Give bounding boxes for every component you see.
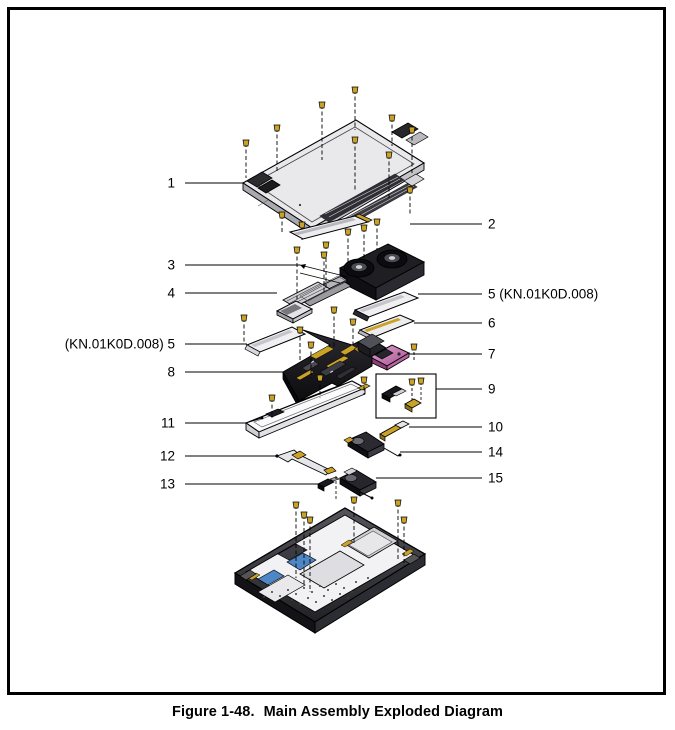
part-module-4 (275, 300, 314, 324)
callout-label-5-left: (KN.01K0D.008) 5 (64, 336, 175, 352)
part-battery (244, 380, 371, 439)
page-border (7, 7, 666, 695)
part-antenna-12 (275, 449, 337, 476)
callout-label-11: 11 (160, 415, 175, 431)
part-detail-box-9 (375, 373, 437, 419)
callout-label-4: 4 (167, 285, 175, 301)
callout-label-9: 9 (488, 381, 496, 397)
part-connector-13 (317, 476, 340, 492)
part-flat-cable-5-left (244, 326, 307, 357)
callout-label-12: 12 (159, 448, 175, 464)
figure-caption-number: Figure 1-48. (172, 704, 255, 720)
leader-lines-left (185, 182, 318, 485)
callout-label-6: 6 (488, 315, 496, 331)
part-flat-cable-2 (288, 213, 373, 240)
figure-caption-title: Main Assembly Exploded Diagram (263, 704, 503, 720)
callout-label-2: 2 (488, 216, 496, 232)
screws-chassis (292, 496, 408, 592)
part-mainboard (282, 329, 387, 409)
screws-top-cover (242, 86, 416, 240)
leader-lines-right (376, 223, 482, 479)
part-speaker-15 (335, 467, 377, 500)
part-chassis-assembly (233, 507, 427, 634)
part-speaker-14 (343, 431, 402, 459)
callout-label-14: 14 (488, 444, 504, 460)
part-top-cover (241, 119, 429, 236)
callout-label-3: 3 (167, 257, 175, 273)
callout-label-13: 13 (159, 476, 175, 492)
callout-label-15: 15 (488, 470, 504, 486)
screw-cable-5-left (240, 314, 248, 344)
callout-label-10: 10 (488, 419, 504, 435)
screw-daughterboard-7 (410, 343, 418, 360)
callout-label-5-right: 5 (KN.01K0D.008) (488, 286, 599, 302)
screws-thermal-module (293, 218, 381, 300)
callout-label-7: 7 (488, 346, 496, 362)
callout-label-8: 8 (167, 364, 175, 380)
callout-label-1: 1 (167, 175, 175, 191)
figure-caption: Figure 1-48. Main Assembly Exploded Diagr… (0, 704, 675, 720)
screws-battery (268, 374, 368, 418)
part-bracket-10 (379, 420, 410, 442)
part-flat-cable-5-right (352, 291, 420, 322)
screws-mainboard (296, 306, 357, 378)
